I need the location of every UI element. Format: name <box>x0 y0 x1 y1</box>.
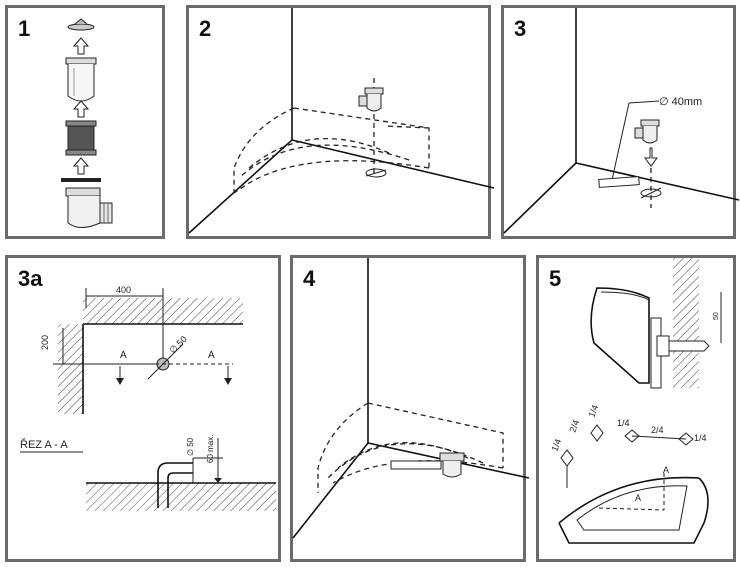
step-number: 2 <box>199 16 212 41</box>
fraction-label-2: 2/4 <box>567 419 581 434</box>
tray-sealing-illustration: 50 1/4 2/4 1/4 1/4 2/4 1/4 A A <box>549 258 722 544</box>
sealant-point-icon <box>560 449 574 467</box>
fraction-label-1: 1/4 <box>549 438 563 453</box>
grate-icon <box>65 120 97 156</box>
filter-cup-icon <box>65 57 97 102</box>
step-number: 4 <box>303 266 316 291</box>
section-marker-bottom: A <box>635 493 641 503</box>
arrow-up-icon <box>72 100 90 118</box>
drain-body-icon <box>61 178 113 228</box>
arrow-up-icon <box>72 37 90 55</box>
step-3a-panel: 3a 400 200 ∅ 50 A A ŘEZ A - A <box>5 255 281 562</box>
section-marker-left: A <box>120 350 127 361</box>
pipe-icon <box>598 176 640 188</box>
drain-cover-icon <box>67 18 95 31</box>
floor-plan-and-section-drawing: 400 200 ∅ 50 A A ŘEZ A - A ∅ 50 60 max. <box>20 285 276 511</box>
tray-placement-illustration <box>188 8 495 234</box>
sealant-point-icon <box>590 424 604 442</box>
height-dimension-label: 200 <box>40 335 50 350</box>
max-depth-label: 60 max. <box>206 435 215 463</box>
drain-icon <box>358 87 384 112</box>
section-title: ŘEZ A - A <box>20 438 68 451</box>
step-number: 3a <box>18 266 43 291</box>
arrow-up-icon <box>72 157 90 175</box>
step-number: 1 <box>18 16 31 41</box>
arrow-down-icon <box>644 147 658 167</box>
drain-with-pipe-icon <box>390 452 465 478</box>
section-marker-top: A <box>663 465 669 475</box>
pipe-diameter-label: ∅ 50 <box>186 437 195 456</box>
step-3-panel: 3 ∅ 40mm <box>501 5 740 239</box>
width-dimension-label: 400 <box>116 285 131 295</box>
section-marker-right: A <box>208 350 215 361</box>
step-5-panel: 5 50 1/4 2/4 1/4 1/4 2/4 1/4 <box>536 255 736 562</box>
fraction-label-3: 1/4 <box>586 404 600 419</box>
step-number: 3 <box>514 16 527 41</box>
step-number: 5 <box>549 266 562 291</box>
step-2-panel: 2 <box>186 5 495 239</box>
drain-exploded-illustration <box>61 18 113 228</box>
drain-icon <box>634 119 660 144</box>
fraction-label-4: 1/4 <box>617 418 630 428</box>
step-1-panel: 1 <box>5 5 165 239</box>
step-4-panel: 4 <box>290 255 530 562</box>
pipe-diameter-label: ∅ 40mm <box>659 96 702 108</box>
tray-with-pipe-illustration <box>292 258 530 539</box>
wall-anchor-icon <box>650 317 710 389</box>
height-dimension-label: 50 <box>713 312 720 320</box>
drain-pipe-illustration: ∅ 40mm <box>503 8 740 234</box>
drain-diameter-label: ∅ 50 <box>167 334 188 355</box>
fraction-label-5: 2/4 <box>651 425 664 435</box>
fraction-label-6: 1/4 <box>694 433 707 443</box>
